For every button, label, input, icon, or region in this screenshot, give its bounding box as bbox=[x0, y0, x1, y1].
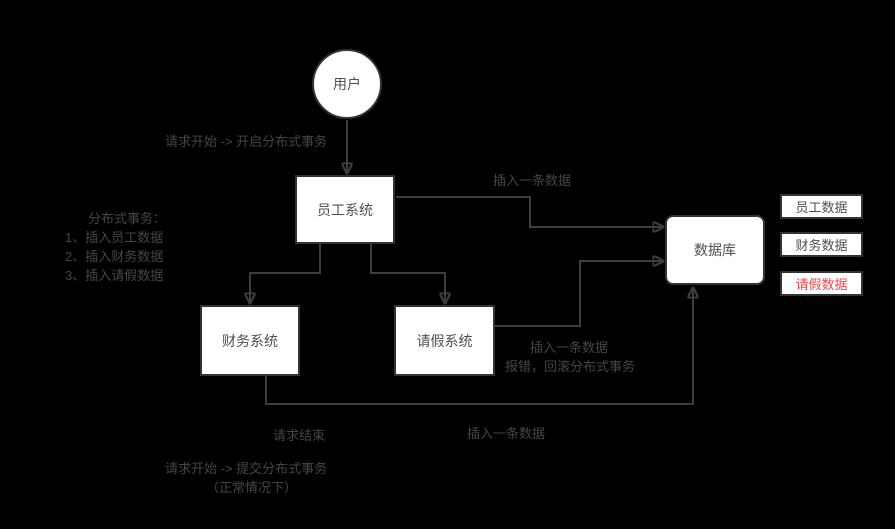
label-insert-one-row-top: 插入一条数据 bbox=[493, 173, 572, 188]
finance-data-node: 财务数据 bbox=[780, 232, 863, 257]
label-request-end: 请求结束 bbox=[273, 428, 326, 443]
leave-data-label: 请假数据 bbox=[795, 277, 848, 292]
employee-system-label: 员工系统 bbox=[317, 201, 373, 218]
label-insert-one-row-mid: 插入一条数据 bbox=[530, 340, 609, 355]
user-node-label: 用户 bbox=[333, 76, 361, 92]
employee-data-node: 员工数据 bbox=[780, 194, 863, 219]
label-request-start-open-tx: 请求开始 -> 开启分布式事务 bbox=[165, 134, 328, 149]
finance-system-node: 财务系统 bbox=[200, 305, 300, 376]
label-tx-step-3: 3、插入请假数据 bbox=[65, 268, 164, 283]
leave-data-node: 请假数据 bbox=[780, 271, 863, 296]
edge-leave-system-to-database bbox=[495, 261, 663, 327]
label-insert-one-row-bottom: 插入一条数据 bbox=[467, 426, 546, 441]
edge-finance-system-to-database bbox=[265, 288, 693, 405]
database-label: 数据库 bbox=[694, 242, 736, 258]
label-error-rollback-tx: 报错，回滚分布式事务 bbox=[505, 359, 636, 374]
employee-data-label: 员工数据 bbox=[795, 200, 848, 215]
database-node: 数据库 bbox=[665, 215, 765, 285]
label-tx-step-2: 2、插入财务数据 bbox=[65, 249, 164, 264]
user-node: 用户 bbox=[312, 49, 382, 119]
label-request-start-commit-tx: 请求开始 -> 提交分布式事务 bbox=[165, 461, 328, 476]
leave-system-label: 请假系统 bbox=[416, 332, 473, 349]
employee-system-node: 员工系统 bbox=[295, 175, 395, 244]
label-normal-case: （正常情况下） bbox=[206, 480, 298, 495]
finance-data-label: 财务数据 bbox=[795, 238, 848, 253]
label-distributed-tx-title: 分布式事务： bbox=[88, 211, 167, 226]
edge-employee-system-to-finance-system bbox=[250, 244, 321, 303]
leave-system-node: 请假系统 bbox=[394, 305, 495, 376]
label-tx-step-1: 1、插入员工数据 bbox=[65, 230, 164, 245]
edge-employee-system-to-leave-system bbox=[370, 244, 445, 303]
finance-system-label: 财务系统 bbox=[222, 332, 278, 349]
edge-employee-system-to-database bbox=[396, 196, 663, 227]
